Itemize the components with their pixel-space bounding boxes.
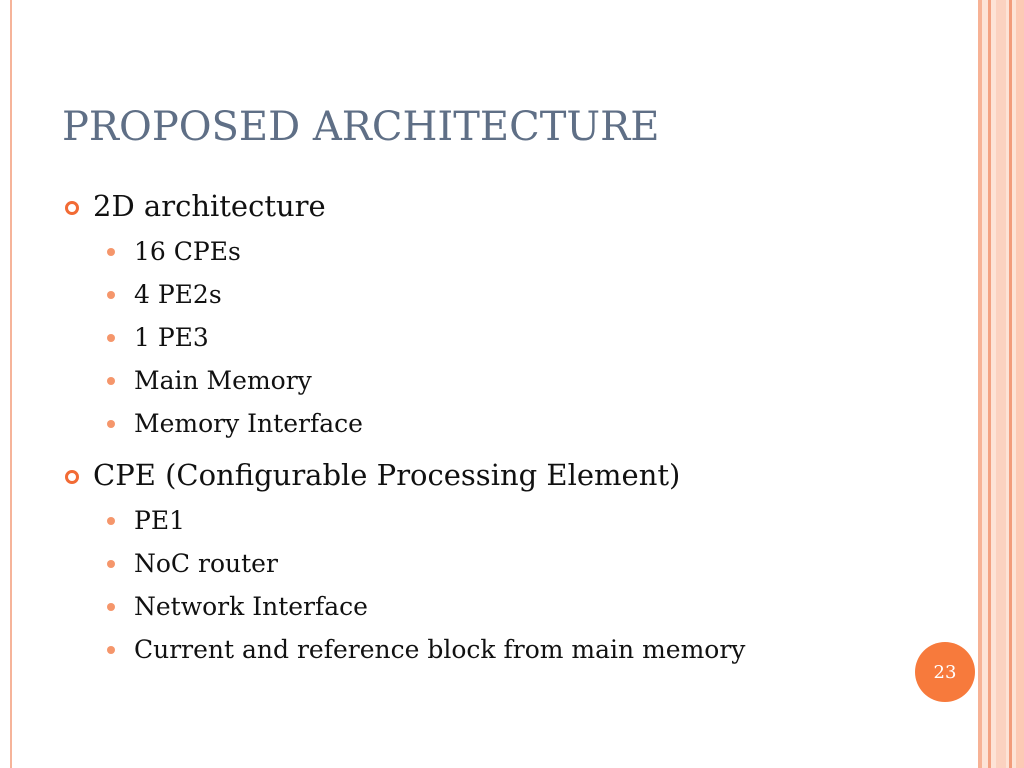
sub-bullet-text: Memory Interface — [134, 409, 363, 438]
sub-bullet-item: 4 PE2s — [62, 273, 962, 316]
sub-bullet-list: 16 CPEs 4 PE2s 1 PE3 Main Memory Memory … — [62, 230, 962, 445]
sub-bullet-item: Main Memory — [62, 359, 962, 402]
dot-bullet-icon — [107, 560, 115, 568]
ring-bullet-icon — [65, 201, 79, 215]
right-stripe — [978, 0, 982, 768]
dot-bullet-icon — [107, 291, 115, 299]
sub-bullet-text: 16 CPEs — [134, 237, 241, 266]
sub-bullet-item: 16 CPEs — [62, 230, 962, 273]
slide-content: 2D architecture 16 CPEs 4 PE2s 1 PE3 Mai… — [62, 186, 962, 671]
sub-bullet-text: NoC router — [134, 549, 278, 578]
bullet-item: 2D architecture — [62, 186, 962, 226]
bullet-text: 2D architecture — [93, 189, 326, 223]
dot-bullet-icon — [107, 420, 115, 428]
dot-bullet-icon — [107, 334, 115, 342]
slide-title: PROPOSED ARCHITECTURE — [62, 104, 660, 150]
left-border-line — [10, 0, 12, 768]
right-stripe — [1009, 0, 1012, 768]
sub-bullet-list: PE1 NoC router Network Interface Current… — [62, 499, 962, 671]
dot-bullet-icon — [107, 646, 115, 654]
right-stripe — [996, 0, 1006, 768]
ring-bullet-icon — [65, 470, 79, 484]
dot-bullet-icon — [107, 517, 115, 525]
bullet-text: CPE (Configurable Processing Element) — [93, 458, 681, 492]
dot-bullet-icon — [107, 603, 115, 611]
sub-bullet-item: NoC router — [62, 542, 962, 585]
right-stripe — [1016, 0, 1024, 768]
dot-bullet-icon — [107, 248, 115, 256]
sub-bullet-item: 1 PE3 — [62, 316, 962, 359]
sub-bullet-item: Memory Interface — [62, 402, 962, 445]
sub-bullet-text: Main Memory — [134, 366, 312, 395]
dot-bullet-icon — [107, 377, 115, 385]
bullet-item: CPE (Configurable Processing Element) — [62, 455, 962, 495]
sub-bullet-text: 4 PE2s — [134, 280, 222, 309]
sub-bullet-item: Current and reference block from main me… — [62, 628, 962, 671]
page-number-badge: 23 — [915, 642, 975, 702]
sub-bullet-text: 1 PE3 — [134, 323, 209, 352]
sub-bullet-item: PE1 — [62, 499, 962, 542]
sub-bullet-text: Network Interface — [134, 592, 368, 621]
sub-bullet-item: Network Interface — [62, 585, 962, 628]
sub-bullet-text: Current and reference block from main me… — [134, 635, 746, 664]
right-stripe — [988, 0, 991, 768]
sub-bullet-text: PE1 — [134, 506, 185, 535]
